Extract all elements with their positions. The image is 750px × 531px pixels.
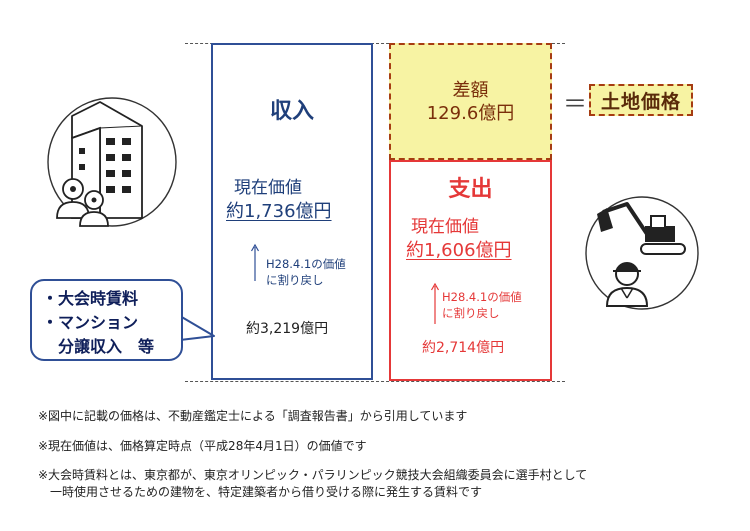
land-price-box: 土地価格 bbox=[589, 84, 693, 116]
expense-title: 支出 bbox=[448, 177, 493, 202]
expense-present-label: 現在価値 bbox=[411, 217, 479, 237]
difference-value: 129.6億円 bbox=[426, 103, 515, 124]
expense-box bbox=[389, 160, 552, 381]
income-arrow-note-1: H28.4.1の価値 bbox=[266, 257, 346, 271]
footnote-4: 一時使用させるための建物を、特定建築者から借り受ける際に発生する賃料です bbox=[38, 485, 483, 499]
equals-sign: ＝ bbox=[563, 90, 587, 118]
expense-arrow-note-1: H28.4.1の価値 bbox=[442, 290, 522, 304]
income-arrow-note-2: に割り戻し bbox=[266, 273, 324, 287]
expense-present-value: 約1,606億円 bbox=[406, 240, 512, 261]
construction-excavator-icon bbox=[585, 196, 699, 310]
expense-arrow-note-2: に割り戻し bbox=[442, 306, 500, 320]
callout-pointer bbox=[178, 315, 215, 341]
callout-line-3: 分譲収入 等 bbox=[42, 337, 155, 356]
income-title: 収入 bbox=[269, 99, 314, 124]
footnote-3: ※大会時賃料とは、東京都が、東京オリンピック・パラリンピック競技大会組織委員会に… bbox=[38, 468, 588, 482]
callout-line-2: ・マンション bbox=[42, 313, 139, 332]
income-present-value: 約1,736億円 bbox=[226, 201, 332, 222]
income-box bbox=[211, 43, 373, 380]
bottom-guide-line bbox=[185, 381, 565, 382]
callout-line-1: ・大会時賃料 bbox=[42, 289, 139, 308]
difference-label: 差額 bbox=[452, 80, 489, 101]
expense-up-arrow bbox=[430, 282, 440, 324]
difference-box bbox=[389, 43, 552, 160]
building-residents-icon bbox=[47, 97, 177, 227]
income-present-label: 現在価値 bbox=[234, 178, 302, 198]
expense-original-value: 約2,714億円 bbox=[422, 340, 505, 356]
income-original-value: 約3,219億円 bbox=[246, 321, 329, 337]
footnote-1: ※図中に記載の価格は、不動産鑑定士による「調査報告書」から引用しています bbox=[38, 409, 468, 423]
footnote-2: ※現在価値は、価格算定時点（平成28年4月1日）の価値です bbox=[38, 439, 367, 453]
callout-box: ・大会時賃料 ・マンション 分譲収入 等 bbox=[30, 279, 183, 361]
income-up-arrow bbox=[250, 243, 260, 281]
top-guide-line bbox=[185, 43, 565, 44]
